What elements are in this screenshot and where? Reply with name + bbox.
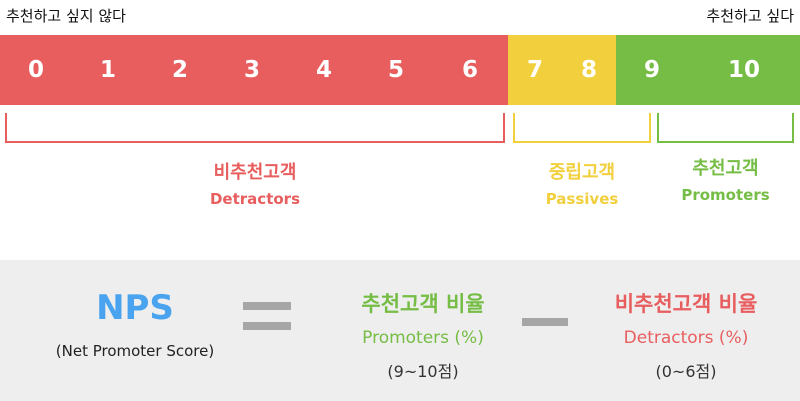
promoter-rate-range: (9~10점) [387,362,459,381]
nps-subtitle: (Net Promoter Score) [55,342,215,360]
nps-title: NPS [96,288,174,328]
promoter-rate-term: 추천고객 비율 Promoters (%) (9~10점) [318,288,528,382]
scale-cell-1: 1 [72,35,144,105]
detractors-bracket [5,113,505,143]
promoter-rate-title: 추천고객 비율 [361,292,485,316]
scale-cell-5: 5 [360,35,432,105]
passives-bracket [513,113,651,143]
scale-cell-0: 0 [0,35,72,105]
passives-label-en: Passives [545,190,619,208]
minus-icon [522,318,568,326]
equals-icon [243,302,291,330]
detractors-label-ko: 비추천고객 [213,162,297,183]
scale-cell-7: 7 [508,35,562,105]
scale-cell-4: 4 [288,35,360,105]
scale-right-label: 추천하고 싶다 [706,7,794,25]
scale-cell-9: 9 [616,35,688,105]
scale-cell-3: 3 [216,35,288,105]
scale-cell-2: 2 [144,35,216,105]
detractor-rate-range: (0~6점) [655,362,717,381]
promoter-rate-subtitle: Promoters (%) [362,328,484,348]
scale-left-label: 추천하고 싶지 않다 [6,7,126,25]
promoters-bracket [657,113,794,143]
detractor-rate-term: 비추천고객 비율 Detractors (%) (0~6점) [578,288,794,382]
promoters-label: 추천고객 Promoters [657,154,794,204]
scale-cell-8: 8 [562,35,616,105]
passives-label-ko: 중립고객 [548,162,616,183]
nps-formula-panel: NPS (Net Promoter Score) 추천고객 비율 Promote… [0,260,800,401]
detractor-rate-subtitle: Detractors (%) [623,328,749,348]
promoters-label-en: Promoters [681,186,770,204]
promoters-label-ko: 추천고객 [692,158,759,179]
scale-cell-10: 10 [688,35,800,105]
passives-label: 중립고객 Passives [513,158,651,208]
detractor-rate-title: 비추천고객 비율 [614,292,758,316]
nps-term: NPS (Net Promoter Score) [20,288,250,360]
detractors-label-en: Detractors [209,190,300,208]
detractors-label: 비추천고객 Detractors [5,158,505,208]
scale-cell-6: 6 [432,35,508,105]
